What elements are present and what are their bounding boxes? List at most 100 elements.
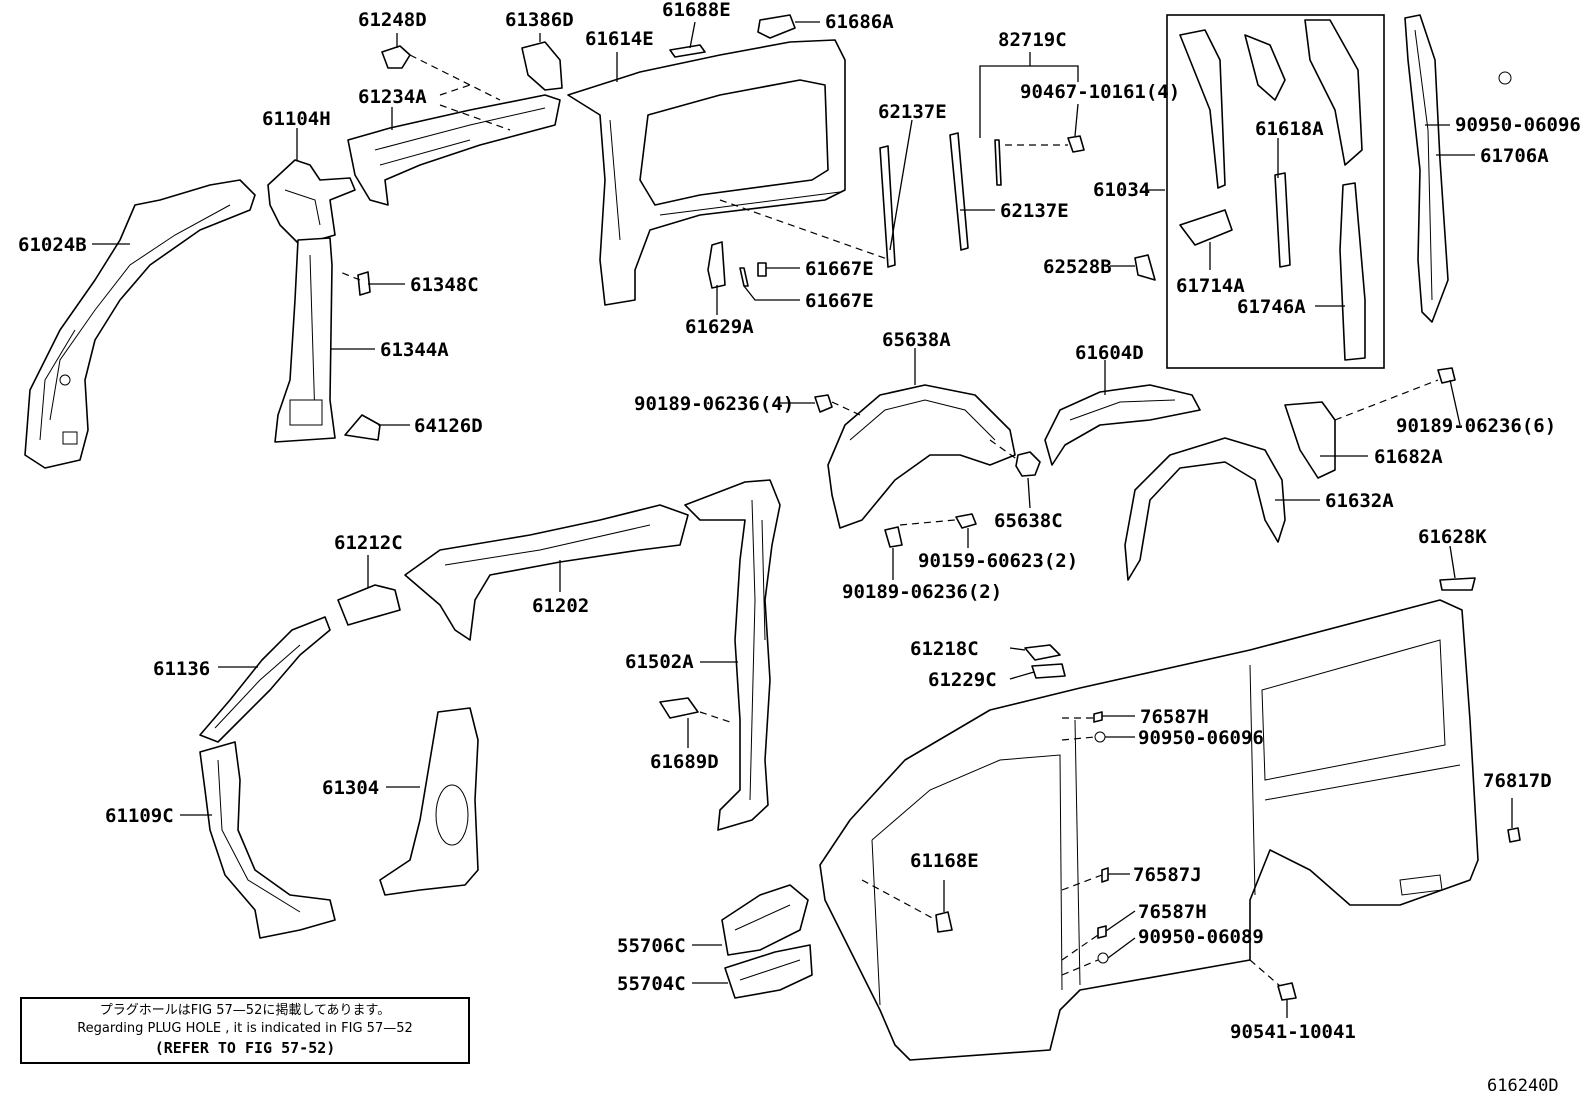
part-90950-grommet-a — [1498, 71, 1512, 85]
part-61667E-a — [757, 262, 767, 277]
label-62137E-a: 62137E — [878, 101, 947, 123]
label-90189-a: 90189-06236(4) — [634, 393, 794, 415]
label-55704C: 55704C — [617, 973, 686, 995]
part-61104H — [267, 159, 356, 246]
label-61714A: 61714A — [1176, 275, 1245, 297]
label-61168E: 61168E — [910, 850, 979, 872]
label-61628K: 61628K — [1418, 526, 1487, 548]
assembly-lines — [339, 54, 1439, 987]
leader-lines — [92, 21, 1513, 1018]
part-61248D — [381, 45, 411, 69]
part-61628K — [1439, 577, 1476, 591]
part-62528B — [1134, 254, 1156, 281]
label-61234A: 61234A — [358, 86, 427, 108]
label-61104H: 61104H — [262, 108, 331, 130]
label-61304: 61304 — [322, 777, 379, 799]
note-japanese-line: プラグホールはFIG 57—52に掲載してあります。 — [99, 1003, 391, 1018]
label-90541: 90541-10041 — [1230, 1021, 1356, 1043]
plug-hole-note: プラグホールはFIG 57—52に掲載してあります。 Regarding PLU… — [20, 997, 470, 1064]
part-90189-clip-c — [884, 526, 903, 548]
part-82719C — [994, 139, 1002, 186]
part-61109C — [199, 741, 336, 939]
label-90159: 90159-60623(2) — [918, 550, 1078, 572]
part-61234A — [347, 94, 561, 206]
part-90159-bolt — [955, 513, 977, 529]
part-body-side-outer — [819, 599, 1479, 1061]
part-61629A — [707, 241, 726, 289]
label-61344A: 61344A — [380, 339, 449, 361]
label-61682A: 61682A — [1374, 446, 1443, 468]
part-61348C — [357, 271, 371, 296]
label-61024B: 61024B — [18, 234, 87, 256]
part-61386D — [521, 41, 563, 91]
part-90950-grommet-b — [1094, 731, 1106, 743]
part-62137E-b — [949, 132, 969, 251]
part-76817D — [1507, 827, 1521, 843]
label-64126D: 64126D — [414, 415, 483, 437]
label-61202: 61202 — [532, 595, 589, 617]
label-90467: 90467-10161(4) — [1020, 81, 1180, 103]
part-labels: 61248D 61386D 61688E 61686A 61614E 82719… — [18, 0, 1581, 1043]
part-76587J — [1101, 867, 1109, 883]
part-61614E — [567, 39, 846, 306]
part-90189-clip-a — [814, 394, 833, 413]
label-76587H-b: 76587H — [1138, 901, 1207, 923]
part-61304 — [379, 707, 479, 896]
part-61632A — [1124, 437, 1286, 581]
label-65638A: 65638A — [882, 329, 951, 351]
part-61502A — [684, 479, 781, 831]
label-90950-b: 90950-06096 — [1138, 727, 1264, 749]
label-61502A: 61502A — [625, 651, 694, 673]
label-61034: 61034 — [1093, 179, 1150, 201]
label-82719C: 82719C — [998, 29, 1067, 51]
label-61632A: 61632A — [1325, 490, 1394, 512]
label-55706C: 55706C — [617, 935, 686, 957]
part-64126D — [344, 414, 381, 441]
part-61024B — [24, 179, 256, 469]
label-90950-c: 90950-06089 — [1138, 926, 1264, 948]
label-90189-c: 90189-06236(2) — [842, 581, 1002, 603]
part-61686A — [757, 14, 796, 39]
label-61136: 61136 — [153, 658, 210, 680]
part-61136 — [199, 616, 331, 743]
part-61667E-b — [739, 267, 749, 287]
note-reference-line: (REFER TO FIG 57-52) — [154, 1039, 336, 1057]
part-62137E-a — [879, 145, 896, 268]
part-65638A — [827, 384, 1016, 529]
note-english-line: Regarding PLUG HOLE , it is indicated in… — [77, 1021, 413, 1036]
label-61667E-a: 61667E — [805, 258, 874, 280]
label-61618A: 61618A — [1255, 118, 1324, 140]
label-76587H-a: 76587H — [1140, 706, 1209, 728]
label-61667E-b: 61667E — [805, 290, 874, 312]
part-61688E — [669, 44, 706, 58]
part-61168E — [935, 911, 953, 933]
label-61746A: 61746A — [1237, 296, 1306, 318]
part-55706C — [721, 884, 809, 956]
part-90541 — [1277, 982, 1297, 1001]
diagram-id: 616240D — [1487, 1076, 1559, 1096]
label-76587J: 76587J — [1133, 864, 1202, 886]
label-61614E: 61614E — [585, 28, 654, 50]
part-65638C — [1015, 451, 1041, 477]
part-61706A — [1404, 14, 1449, 323]
label-90950-a: 90950-06096 — [1455, 114, 1581, 136]
label-61688E: 61688E — [662, 0, 731, 21]
label-65638C: 65638C — [994, 510, 1063, 532]
part-76587H-a — [1093, 711, 1103, 723]
label-62137E-b: 62137E — [1000, 200, 1069, 222]
group-61034-box — [1166, 14, 1385, 369]
part-61212C — [337, 584, 401, 626]
label-61629A: 61629A — [685, 316, 754, 338]
label-61386D: 61386D — [505, 9, 574, 31]
label-61348C: 61348C — [410, 274, 479, 296]
label-62528B: 62528B — [1043, 256, 1112, 278]
part-61604D — [1044, 384, 1201, 466]
label-61248D: 61248D — [358, 9, 427, 31]
part-61344A — [274, 237, 336, 443]
part-76587H-b — [1097, 925, 1107, 939]
part-55704C — [724, 944, 813, 999]
part-61229C — [1031, 663, 1066, 679]
label-61229C: 61229C — [928, 669, 997, 691]
part-61218C — [1024, 644, 1061, 661]
